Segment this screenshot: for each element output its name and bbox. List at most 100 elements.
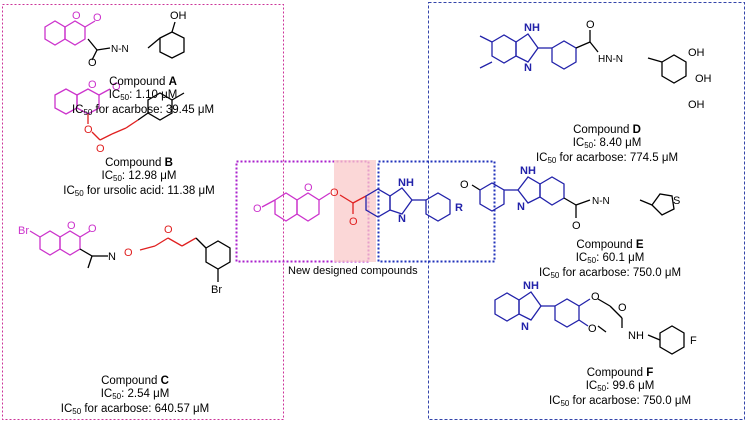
bond — [479, 61, 493, 69]
atom-n-label: N — [108, 251, 116, 263]
bond — [99, 133, 113, 141]
ring — [515, 33, 539, 63]
compound-b-name: Compound B — [105, 157, 173, 169]
bond — [98, 88, 111, 96]
ring — [76, 88, 100, 115]
structure-compound-a — [44, 20, 185, 61]
bond — [575, 41, 591, 49]
atom-o-label: O — [591, 291, 600, 303]
bond — [647, 334, 661, 341]
bond — [29, 230, 41, 238]
ring — [425, 192, 451, 222]
ring — [551, 40, 577, 70]
atom-n-label: N — [398, 213, 406, 225]
compound-e-label: Compound E IC50: 60.1 μM IC50 for acarbo… — [525, 239, 695, 282]
bond — [79, 230, 91, 238]
ring — [659, 325, 685, 355]
compound-d-name: Compound D — [573, 124, 641, 136]
structure-compound-d — [479, 30, 687, 84]
compound-f-label: Compound F IC50: 99.6 μM IC50 for acarbo… — [535, 367, 705, 410]
bond — [79, 248, 93, 257]
ring — [59, 230, 81, 256]
ring — [661, 54, 687, 84]
atom-o-label: O — [88, 57, 97, 69]
atom-o-label: O — [88, 79, 97, 91]
bond — [339, 194, 354, 204]
ring — [539, 176, 565, 206]
atom-nh-label: NH — [524, 22, 540, 34]
ring — [491, 34, 517, 64]
bond — [167, 237, 183, 247]
atom-oh-label: OH — [688, 99, 705, 111]
ring — [518, 291, 542, 321]
ring — [296, 192, 320, 222]
center-frame-right — [377, 160, 496, 263]
compound-c-label: Compound C IC50: 2.54 μM IC50 for acarbo… — [45, 375, 225, 418]
atom-o-label: O — [67, 220, 76, 232]
atom-nhn-label: N‑N — [592, 196, 610, 207]
bond — [647, 57, 663, 63]
bond — [181, 237, 197, 247]
atom-o-label: O — [93, 12, 102, 24]
bond — [171, 21, 176, 33]
compound-f-name: Compound F — [586, 367, 654, 379]
bond — [578, 319, 589, 327]
bond — [91, 49, 98, 61]
atom-o-label: O — [460, 179, 469, 191]
atom-o-label: O — [96, 143, 105, 155]
structure-designed-compound — [261, 187, 451, 222]
bond — [87, 255, 93, 269]
bond — [578, 298, 591, 307]
structure-compound-e — [471, 176, 675, 218]
atom-nhn-label: N‑N — [111, 44, 129, 55]
atom-r-label: R — [455, 202, 463, 214]
atom-o-label: O — [72, 10, 81, 22]
bond — [479, 35, 493, 43]
structure-compound-f — [494, 291, 685, 355]
atom-n-label: N — [517, 201, 525, 213]
compound-e-name: Compound E — [576, 239, 644, 251]
atom-o-label: O — [304, 182, 313, 194]
bond — [147, 37, 161, 49]
bond — [87, 38, 98, 51]
compound-c-ic50: IC50: 2.54 μM — [100, 388, 170, 401]
atom-o-label: O — [88, 223, 97, 235]
ring — [44, 20, 66, 46]
atom-nh-label: NH — [520, 165, 536, 177]
atom-o-label: O — [588, 323, 597, 335]
ring — [159, 31, 185, 59]
atom-br-label: Br — [211, 284, 222, 296]
atom-o-label: O — [330, 187, 339, 199]
ring — [64, 20, 86, 46]
compound-d-ic50: IC50: 8.40 μM — [572, 137, 642, 150]
bond — [154, 237, 169, 247]
linker-highlight — [334, 160, 376, 262]
ring — [554, 298, 580, 328]
ring — [651, 193, 675, 216]
ring — [205, 240, 231, 270]
right-panel-frame — [428, 2, 745, 420]
compound-c-name: Compound C — [101, 375, 169, 387]
atom-oh-label: OH — [695, 73, 712, 85]
compound-c-reference: IC50 for acarbose: 640.57 μM — [60, 403, 210, 416]
bond — [597, 298, 611, 307]
bond — [125, 119, 139, 129]
compound-d-label: Compound D IC50: 8.40 μM IC50 for acarbo… — [522, 124, 692, 167]
bond — [139, 245, 156, 251]
center-caption: New designed compounds — [288, 265, 418, 277]
bond — [111, 127, 127, 135]
atom-o-label: O — [586, 19, 595, 31]
bond — [589, 41, 599, 53]
compound-f-reference: IC50 for acarbose: 750.0 μM — [548, 395, 692, 408]
compound-a-ic50: IC50: 1.10 μM — [108, 89, 178, 102]
bond — [352, 195, 367, 204]
atom-nh-label: NH — [628, 330, 644, 342]
ring — [494, 292, 520, 322]
bond — [84, 20, 96, 28]
atom-o-label: O — [572, 220, 581, 232]
compound-a-label: Compound A IC50: 1.10 μM IC50 for acarbo… — [58, 76, 228, 119]
compound-a-reference: IC50 for acarbose: 39.45 μM — [71, 104, 215, 117]
ring — [274, 192, 298, 222]
atom-n-label: N — [521, 321, 529, 333]
